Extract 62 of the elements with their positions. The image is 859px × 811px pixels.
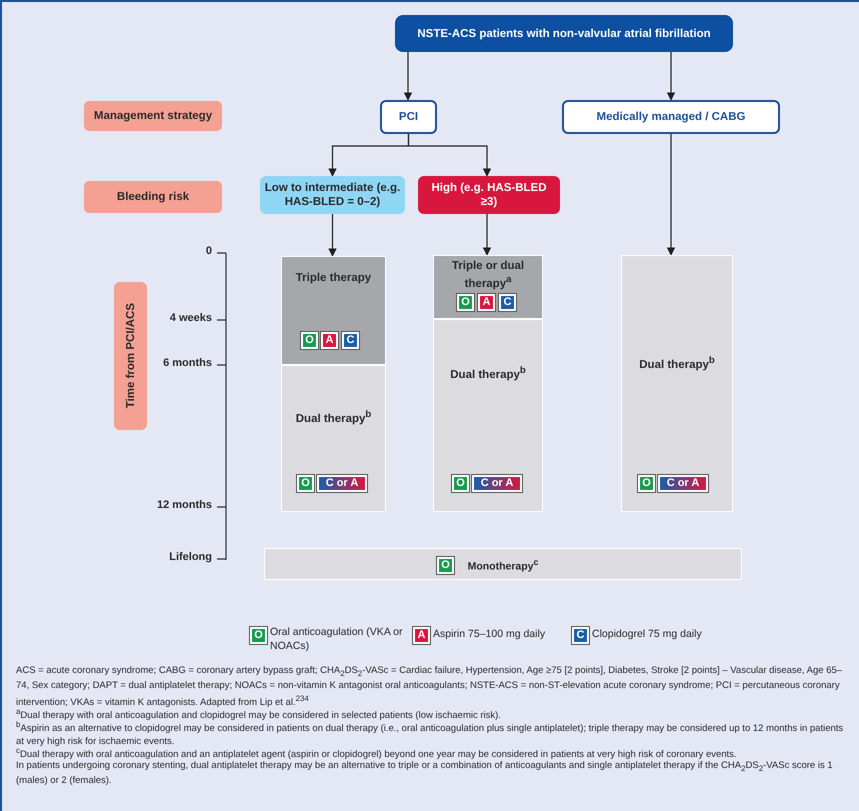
drug-badge: O xyxy=(437,557,454,574)
arrow xyxy=(408,134,492,177)
box-text: Dual therapy$^{b}$ xyxy=(294,408,372,426)
axis-tick-label: 4 weeks xyxy=(170,312,212,324)
category-box xyxy=(84,101,222,131)
drug-badge: O xyxy=(297,475,314,492)
box-text: Low to intermediate (e.g. HAS-BLED = 0–2) xyxy=(264,181,402,209)
drug-badge: C or A xyxy=(658,475,708,492)
arrow xyxy=(482,214,492,256)
therapy-period-box xyxy=(621,255,733,512)
drug-badge: O xyxy=(457,294,474,311)
header-box xyxy=(395,15,733,52)
arrow xyxy=(666,134,676,256)
risk-box xyxy=(260,176,405,214)
drug-badge: C xyxy=(572,627,589,644)
drug-badge: C xyxy=(342,332,359,349)
arrow xyxy=(666,52,676,101)
drug-badge: O xyxy=(301,332,318,349)
legend-text: Clopidogrel 75 mg daily xyxy=(592,627,703,641)
drug-badge: C or A xyxy=(317,475,367,492)
box-text: Dual therapy$^{b}$ xyxy=(449,364,527,382)
drug-badge: A xyxy=(478,294,495,311)
axis-title-box xyxy=(114,282,147,430)
drug-badge: A xyxy=(321,332,338,349)
box-text: PCI xyxy=(398,110,418,124)
therapy-period-box xyxy=(433,255,543,319)
drug-badge: O xyxy=(638,475,655,492)
arrow xyxy=(404,52,412,101)
drug-badge: A xyxy=(413,627,430,644)
footnote: $^{a}$Dual therapy with oral anticoagulation and clopidogrel may be considered in selected patients (low ischaemic risk). xyxy=(16,707,502,722)
drug-badge: O xyxy=(452,475,469,492)
box-text: Triple or dual therapy$^{a}$ xyxy=(450,259,526,291)
footnote: $^{b}$Aspirin as an alternative to clopidogrel may be considered in patients on dual therapy (i.e., oral anticoagulation plus single antiplatelet); triple therapy may be considered up to 12 months in patients at very high risk for ischaemic events. xyxy=(16,720,844,748)
box-text: Time from PCI/ACS xyxy=(124,303,138,409)
box-text: Triple therapy xyxy=(294,271,372,285)
box-text: Monotherapy$^{c}$ xyxy=(468,556,538,574)
strategy-box xyxy=(380,100,437,134)
box-text: Bleeding risk xyxy=(116,190,190,204)
therapy-period-box xyxy=(281,365,386,512)
box-text: Dual therapy$^{b}$ xyxy=(638,354,716,372)
axis-tick-label: Lifelong xyxy=(169,551,212,563)
drug-badge: C or A xyxy=(472,475,522,492)
risk-box xyxy=(418,176,560,214)
therapy-period-box xyxy=(281,256,386,365)
drug-badge: C xyxy=(499,294,516,311)
footnote: In patients undergoing coronary stenting, dual antiplatelet therapy may be an alternative to triple or a combination of anticoagulants and single antiplatelet therapy if the CHA$_{2}$DS$_{2}$-VASc score is 1 (males) or 2 (females). xyxy=(16,760,834,788)
footnote: $^{c}$Dual therapy with oral anticoagulation and an antiplatelet agent (aspirin or clopidogrel) beyond one year may be considered in patients at very high risk of coronary events. xyxy=(16,746,738,761)
therapy-period-bar xyxy=(264,548,742,580)
box-text: High (e.g. HAS-BLED ≥3) xyxy=(430,181,548,209)
box-text: Medically managed / CABG xyxy=(596,110,746,124)
arrow xyxy=(328,214,337,257)
axis-tick-label: 0 xyxy=(206,245,212,257)
box-text: Management strategy xyxy=(94,109,212,123)
legend-text: Oral anticoagulation (VKA or NOACs) xyxy=(270,625,404,653)
therapy-period-box xyxy=(433,319,543,512)
legend-text: Aspirin 75–100 mg daily xyxy=(433,627,546,641)
strategy-box xyxy=(562,100,780,134)
axis-tick-label: 6 months xyxy=(163,357,212,369)
drug-badge: O xyxy=(250,627,267,644)
axis-tick-label: 12 months xyxy=(156,499,212,511)
category-box xyxy=(84,181,222,213)
box-text: NSTE-ACS patients with non-valvular atrial fibrillation xyxy=(417,26,711,40)
